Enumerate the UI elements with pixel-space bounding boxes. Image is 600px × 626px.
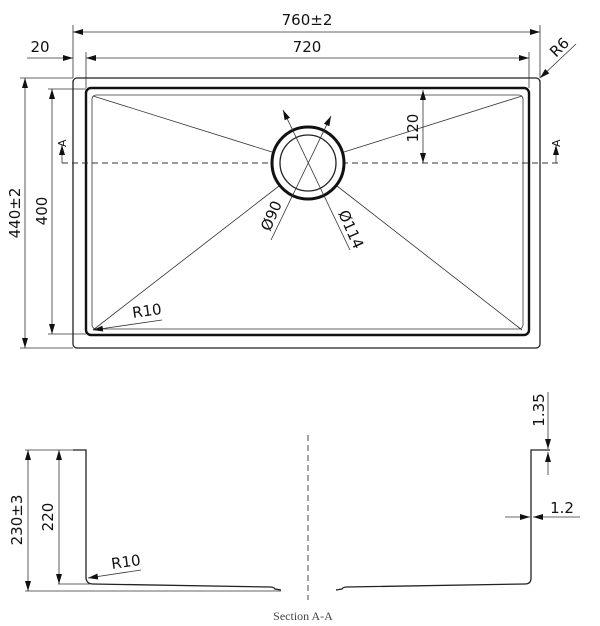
- drain-inner: [279, 134, 337, 192]
- slope-line: [336, 185, 523, 331]
- bowl-outline: [84, 86, 531, 337]
- overall-height-label: 230±3: [8, 495, 26, 546]
- r10-leader: [92, 319, 163, 332]
- d90-label: Ø90: [257, 198, 286, 233]
- r6-label: R6: [546, 34, 573, 61]
- slope-line: [92, 95, 273, 153]
- d114-leader: [282, 109, 351, 251]
- bowl-height-label: 220: [39, 503, 57, 532]
- wall-thickness-label: 1.2: [550, 499, 574, 517]
- inner-radius-label: R10: [131, 300, 163, 322]
- r6-leader: [539, 43, 577, 79]
- section-r10-leader: [87, 569, 142, 580]
- bowl-depth-label: 400: [33, 197, 51, 226]
- bottom-radius-label: R10: [110, 551, 142, 573]
- section-caption: Section A-A: [273, 609, 333, 623]
- overall-depth-label: 440±2: [6, 188, 24, 239]
- section-marker-left: A: [56, 139, 69, 147]
- section-profile-left: [73, 449, 282, 591]
- section-profile-right: [335, 449, 550, 591]
- d114-label: Ø114: [334, 207, 367, 251]
- top-view: Ø90 Ø114 760±2 720 20 R6 440±2 400 120 R…: [6, 11, 577, 349]
- bowl-floor: [91, 94, 524, 330]
- bowl-width-label: 720: [293, 38, 322, 56]
- slope-line: [92, 185, 280, 331]
- flange-thickness-label: 1.35: [530, 393, 548, 426]
- flange-label: 20: [30, 38, 49, 56]
- overall-width-label: 760±2: [282, 11, 333, 29]
- outer-flange: [72, 77, 541, 349]
- section-marker-right: A: [550, 139, 563, 147]
- drain-offset-label: 120: [404, 114, 422, 143]
- section-view: 230±3 220 R10 1.35 1.2 Section A-A: [8, 392, 580, 623]
- d90-leader: [270, 115, 332, 241]
- slope-line: [343, 95, 523, 153]
